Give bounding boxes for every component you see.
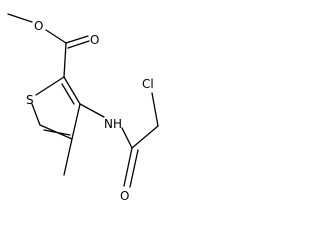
bond-s-c5 — [31, 103, 41, 126]
atom-labels: O O S NH Cl O — [26, 19, 154, 203]
bond-ester-carbonyl-double-1 — [65, 35, 89, 44]
bond-c4-c3 — [71, 103, 81, 140]
atom-cl: Cl — [142, 77, 154, 91]
bond-ester-ring — [63, 42, 67, 78]
bond-amide-ch2 — [131, 125, 159, 149]
atom-s-ring: S — [26, 93, 34, 107]
bond-c3-c2-a — [63, 76, 81, 105]
bond-c4-methyl — [63, 138, 73, 176]
chemical-structure-diagram: O O S NH Cl O — [7, 13, 159, 203]
atom-o-amide-carbonyl: O — [120, 189, 129, 203]
bond-c3-c2-b — [61, 83, 75, 105]
atom-o-methoxy: O — [34, 19, 43, 33]
bond-amide-carbonyl-double-2 — [129, 149, 139, 188]
bond-methyl-ester-o — [7, 13, 33, 23]
atom-o-ester-carbonyl: O — [90, 33, 99, 47]
bond-amide-carbonyl-double-1 — [123, 147, 133, 187]
atom-nh: NH — [104, 117, 122, 131]
bond-c2-s — [35, 76, 65, 96]
bond-o-ester-carbon — [45, 29, 67, 44]
bond-ch2-cl — [151, 92, 159, 127]
bond-ester-carbonyl-double-2 — [67, 40, 90, 49]
bonds — [7, 13, 159, 188]
bond-c5-c4-b — [43, 129, 71, 136]
bond-nh-amide-c — [121, 127, 133, 149]
bond-c3-nh — [79, 103, 105, 118]
